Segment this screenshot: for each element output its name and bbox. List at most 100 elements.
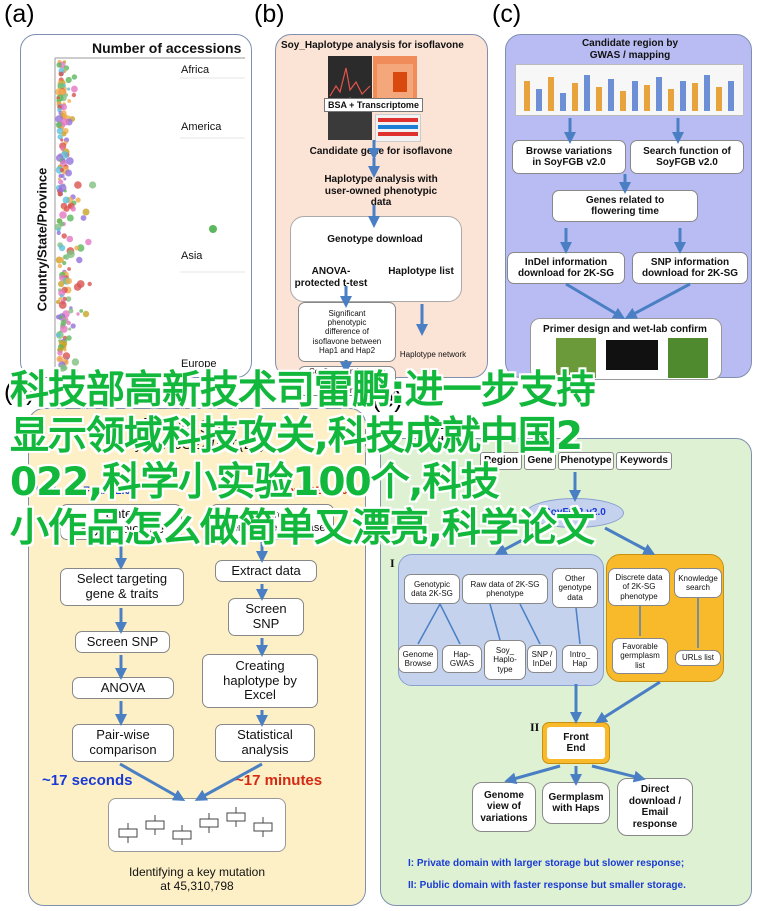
front-end-container: Front End (542, 722, 610, 764)
scatter-dot (59, 211, 67, 219)
scatter-dot (65, 277, 72, 285)
creating-haplotype-box: Creating haplotype by Excel (202, 654, 318, 708)
query-tab-region: Region (480, 452, 522, 470)
boxplot-box (172, 830, 192, 840)
output-genome-view: Genome view of variations (472, 782, 536, 832)
scatter-dot (66, 320, 72, 326)
scatter-dot (76, 256, 83, 264)
scatter-dot (60, 294, 64, 298)
scatter-dot (70, 323, 76, 329)
gwas-bar (548, 77, 554, 111)
scatter-dot (58, 179, 64, 185)
plant-photo-image (668, 338, 708, 378)
overlay-line-1: 科技部高新技术司雷鹏:进一步支持 (10, 368, 596, 413)
scatter-dot (71, 85, 78, 93)
region-africa: Africa (181, 64, 210, 76)
genotype-download-text: Genotype download (327, 234, 423, 245)
key-mutation-text: Identifying a key mutation at 45,310,798 (128, 865, 266, 893)
scatter-dot (63, 177, 67, 181)
scatter-dot (59, 315, 64, 319)
gene-id-text: Glyma.06G221500(E2) (122, 436, 266, 452)
gwas-bar (704, 75, 710, 111)
scatter-dot (70, 206, 76, 212)
gwas-bar (728, 81, 734, 111)
region-asia: Asia (181, 250, 203, 262)
scatter-dot (58, 289, 66, 297)
scatter-dot (71, 358, 80, 366)
scatter-dot (58, 301, 67, 309)
scatter-dot (58, 191, 63, 197)
time-with-soyfgb: ~17 seconds (42, 772, 133, 789)
region-europe: Europe (181, 358, 217, 370)
time-without-soyfgb: ~17 minutes (235, 772, 323, 789)
scatter-dot (58, 364, 67, 372)
gwas-bar (560, 93, 566, 111)
gwas-bar (716, 87, 722, 111)
scatter-dot (60, 103, 67, 111)
panel-label-b: (b) (254, 0, 285, 28)
boxplot-image (108, 798, 286, 852)
panel-label-c: (c) (492, 0, 522, 28)
scatter-dot (66, 235, 74, 243)
genotype-download-box (290, 216, 462, 302)
scatter-dot (68, 308, 74, 314)
scatter-dot (63, 348, 67, 352)
boxplot-box (199, 818, 219, 828)
scatter-dot (65, 169, 72, 177)
scatter-dot (61, 233, 67, 239)
scatter-dot (71, 74, 78, 80)
scatter-dot (87, 281, 92, 287)
urls-list-box: URLs list (675, 650, 721, 666)
primer-design-text: Primer design and wet-lab confirm (543, 324, 707, 335)
significant-difference-box: Significant phenotypic difference of iso… (298, 302, 396, 362)
scatter-dot (56, 355, 63, 363)
genotypic-data-box: Genotypic data 2K-SG (404, 574, 460, 604)
scatter-dot (60, 325, 68, 333)
gel-image (606, 340, 658, 370)
haplotype-analysis-text: Haplotype analysis with user-owned pheno… (324, 174, 438, 208)
user-queries-text: User queries (430, 420, 470, 445)
scatter-dot (60, 174, 65, 178)
front-end-text: Front End (547, 727, 605, 759)
bsa-transcriptome-label: BSA + Transcriptome (324, 98, 423, 112)
tool-genome-browse: Genome Browse (398, 645, 438, 673)
scatter-dot (63, 206, 70, 212)
field-photo-image (556, 338, 596, 378)
scatter-dot (62, 196, 70, 204)
note-public-domain: II: Public domain with faster response b… (408, 880, 686, 891)
search-phenozome-box: Search Phenozome database (210, 504, 334, 540)
candidate-region-title: Candidate region by GWAS / mapping (581, 38, 679, 61)
scatter-dot (209, 225, 217, 233)
scatter-dot (58, 244, 66, 252)
target-gene-title: A target gene (140, 416, 236, 433)
scatter-dot (65, 76, 72, 84)
query-tab-gene: Gene (524, 452, 556, 470)
scatter-dot (58, 280, 65, 288)
scatter-dot (68, 327, 72, 331)
gwas-bar (656, 77, 662, 111)
favorable-germplasm-box: Favorable germplasm list (612, 638, 668, 674)
scatter-dot (61, 131, 67, 137)
note-private-domain: I: Private domain with larger storage bu… (408, 858, 685, 869)
without-soyfgb-text: Without SoyFGB v2.0 (236, 485, 348, 497)
scatter-dot (73, 283, 82, 291)
output-direct-download: Direct download / Email response (617, 778, 693, 836)
gwas-bar (632, 81, 638, 111)
panel-label-d: (d) (4, 378, 35, 406)
scatter-dot (55, 299, 61, 305)
raw-phenotype-box: Raw data of 2K-SG phenotype (462, 574, 548, 604)
enter-soy-haplotype-box: Enter Soy_haplotype (60, 504, 182, 540)
genes-flowering-box: Genes related to flowering time (552, 190, 698, 222)
scatter-dot (67, 87, 71, 91)
boxplot-box (118, 828, 138, 838)
scatter-dot (71, 367, 78, 375)
scatter-dot (62, 352, 71, 360)
scatter-dot (67, 267, 71, 271)
gwas-bar (536, 89, 542, 111)
roman-numeral-1: I (390, 556, 395, 570)
browse-variations-box: Browse variations in SoyFGB v2.0 (512, 140, 626, 174)
with-soyfgb-text: With SoyFGB v2.0 (36, 485, 131, 497)
select-targeting-gene-box: Select targeting gene & traits (60, 568, 184, 606)
